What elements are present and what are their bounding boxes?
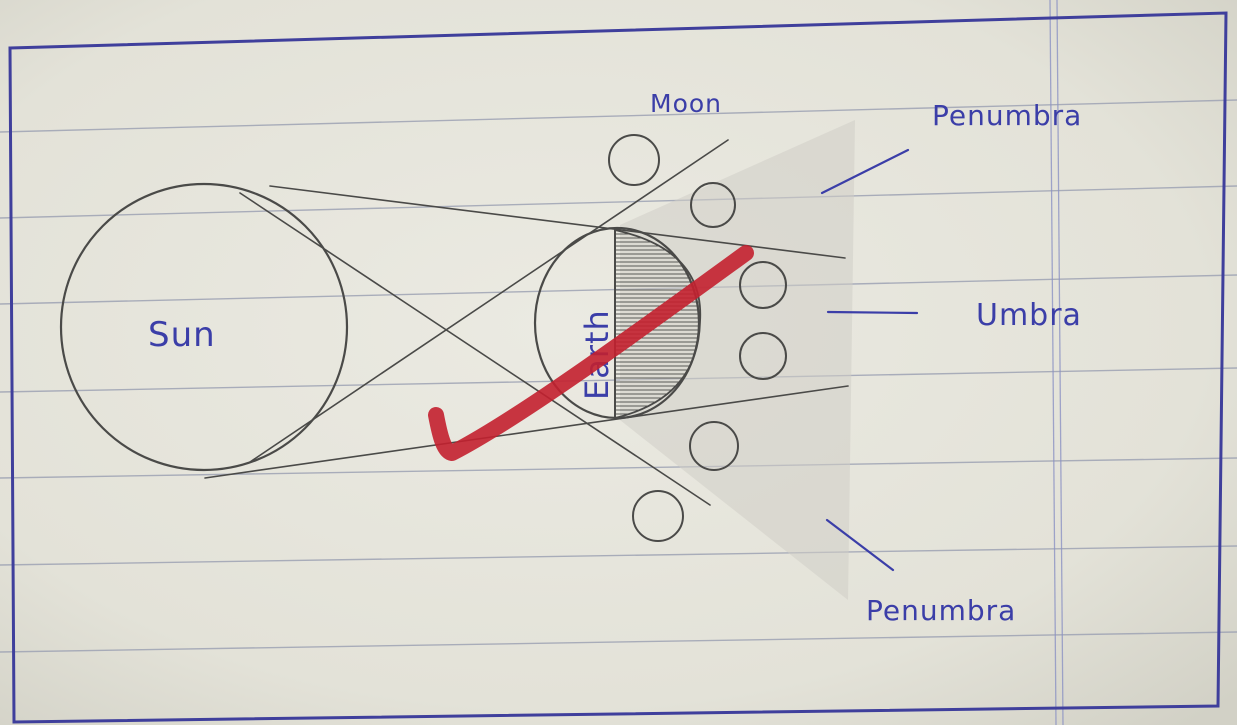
check-mark <box>428 245 754 461</box>
penumbra-bottom-label: Penumbra <box>866 594 1016 627</box>
rule-line <box>0 99 1237 133</box>
margin-line <box>1049 0 1057 725</box>
umbra-label: Umbra <box>976 298 1082 333</box>
sun-label: Sun <box>148 315 216 355</box>
ray-cross-up <box>249 139 729 463</box>
rule-line <box>0 457 1237 479</box>
moon-circle <box>608 134 660 186</box>
margin-line <box>1056 0 1064 725</box>
ray-cross-down <box>239 192 711 506</box>
moon-label: Moon <box>650 89 722 118</box>
umbra-pointer <box>826 310 919 315</box>
rule-line <box>0 185 1237 219</box>
moon-circle <box>689 421 739 471</box>
penumbra-shadow-region <box>620 120 855 600</box>
moon-circle <box>739 261 787 309</box>
page-border <box>8 11 1228 724</box>
moon-positions <box>608 134 787 542</box>
ray-outer-bottom <box>204 385 849 479</box>
moon-circle <box>690 182 736 228</box>
rule-line <box>0 545 1237 566</box>
penumbra-top-pointer <box>820 148 910 195</box>
penumbra-bottom-pointer <box>825 518 895 572</box>
sun-circle <box>59 182 349 472</box>
penumbra-top-label: Penumbra <box>932 99 1082 132</box>
label-pointers <box>820 148 919 572</box>
moon-circle <box>739 332 787 380</box>
margin-lines <box>1049 0 1064 725</box>
rule-line <box>0 631 1237 653</box>
moon-circle <box>632 490 684 542</box>
